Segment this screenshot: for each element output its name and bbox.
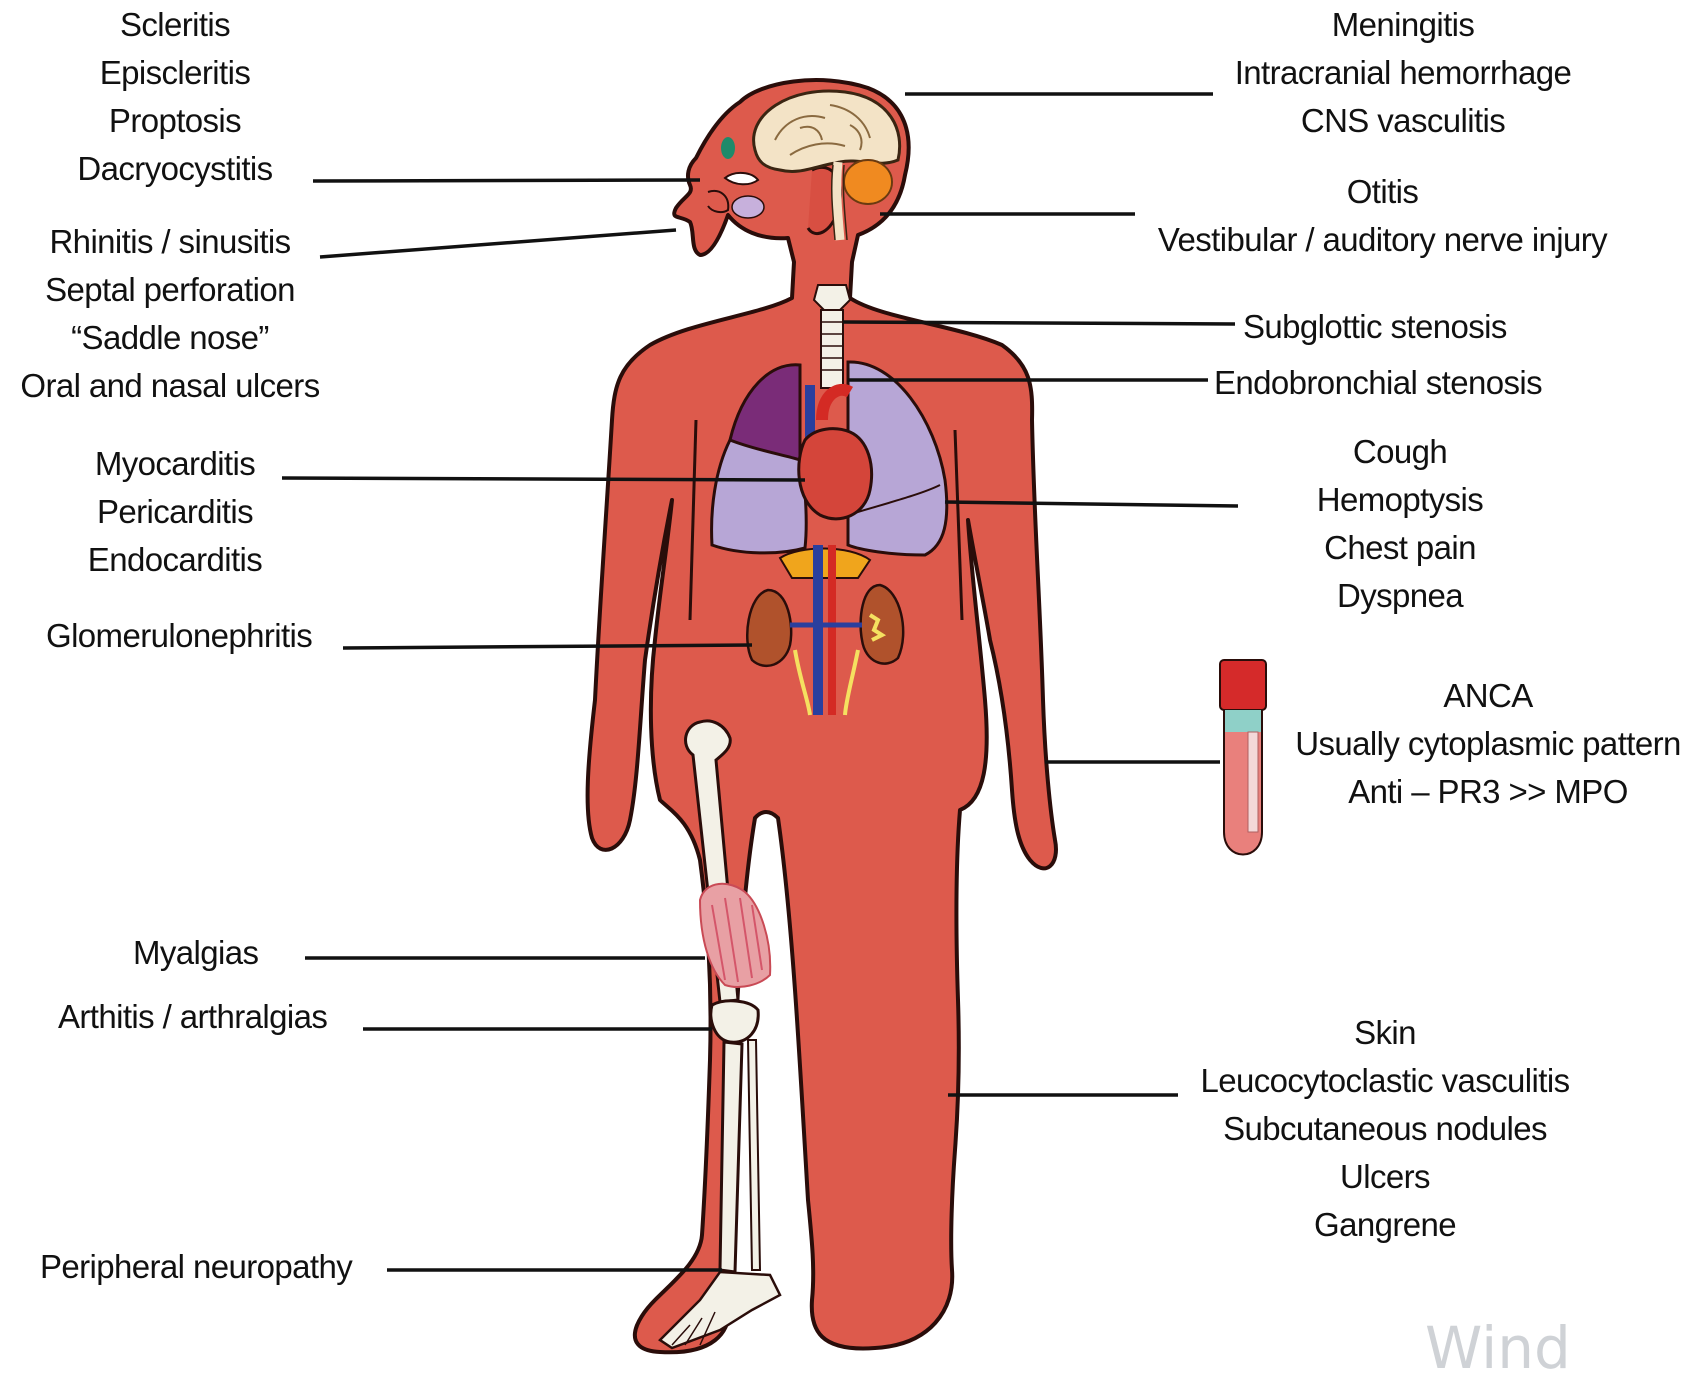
brain-findings-label: Meningitis Intracranial hemorrhage CNS v… bbox=[1218, 1, 1588, 145]
skin-finding-4: Ulcers bbox=[1185, 1153, 1585, 1201]
blood-finding-1: ANCA bbox=[1282, 672, 1694, 720]
skin-finding-1: Skin bbox=[1185, 1009, 1585, 1057]
blood-findings-label: ANCA Usually cytoplasmic pattern Anti – … bbox=[1282, 672, 1694, 816]
tube-cap bbox=[1220, 660, 1266, 710]
blood-finding-3: Anti – PR3 >> MPO bbox=[1282, 768, 1694, 816]
tube-band bbox=[1225, 710, 1261, 732]
skin-finding-2: Leucocytoclastic vasculitis bbox=[1185, 1057, 1585, 1105]
nose-finding-2: Septal perforation bbox=[5, 266, 335, 314]
kidney-finding-label: Glomerulonephritis bbox=[46, 612, 312, 660]
nose-finding-1: Rhinitis / sinusitis bbox=[5, 218, 335, 266]
eye-finding-4: Dacryocystitis bbox=[60, 145, 290, 193]
nose-finding-4: Oral and nasal ulcers bbox=[5, 362, 335, 410]
muscle-finding-label: Myalgias bbox=[133, 929, 258, 977]
lacrimal-gland bbox=[721, 137, 735, 159]
lung-finding-2: Hemoptysis bbox=[1275, 476, 1525, 524]
tube-label bbox=[1248, 732, 1258, 832]
sinus bbox=[732, 196, 764, 218]
brainstem bbox=[837, 162, 840, 240]
leader-eye bbox=[313, 180, 700, 181]
trachea-finding-label: Subglottic stenosis bbox=[1243, 303, 1507, 351]
leader-nose bbox=[320, 230, 676, 257]
heart-finding-1: Myocarditis bbox=[70, 440, 280, 488]
brain-finding-2: Intracranial hemorrhage bbox=[1218, 49, 1588, 97]
skin-findings-label: Skin Leucocytoclastic vasculitis Subcuta… bbox=[1185, 1009, 1585, 1249]
ear-finding-1: Otitis bbox=[1140, 168, 1625, 216]
nose-findings-label: Rhinitis / sinusitis Septal perforation … bbox=[5, 218, 335, 410]
eye-finding-3: Proptosis bbox=[60, 97, 290, 145]
nerve-finding-label: Peripheral neuropathy bbox=[40, 1243, 352, 1291]
brain-finding-3: CNS vasculitis bbox=[1218, 97, 1588, 145]
skin-finding-5: Gangrene bbox=[1185, 1201, 1585, 1249]
ear-finding-2: Vestibular / auditory nerve injury bbox=[1140, 216, 1625, 264]
brain-finding-1: Meningitis bbox=[1218, 1, 1588, 49]
ear-findings-label: Otitis Vestibular / auditory nerve injur… bbox=[1140, 168, 1625, 264]
adrenal-glands bbox=[780, 548, 870, 578]
fibula bbox=[748, 1040, 760, 1270]
lung-finding-3: Chest pain bbox=[1275, 524, 1525, 572]
eye-finding-1: Scleritis bbox=[60, 1, 290, 49]
bronchus-finding-label: Endobronchial stenosis bbox=[1214, 359, 1542, 407]
heart-body bbox=[799, 429, 872, 519]
heart-finding-2: Pericarditis bbox=[70, 488, 280, 536]
left-kidney bbox=[747, 590, 791, 666]
eye-finding-2: Episcleritis bbox=[60, 49, 290, 97]
body-outline bbox=[588, 80, 1056, 1352]
leader-heart bbox=[282, 478, 805, 480]
body-silhouette bbox=[588, 80, 1056, 1352]
eye-findings-label: Scleritis Episcleritis Proptosis Dacryoc… bbox=[60, 1, 290, 193]
watermark-text: Wind bbox=[1425, 1318, 1571, 1378]
lung-finding-4: Dyspnea bbox=[1275, 572, 1525, 620]
joint-finding-label: Arthitis / arthralgias bbox=[58, 993, 327, 1041]
cerebellum bbox=[844, 160, 892, 204]
heart-finding-3: Endocarditis bbox=[70, 536, 280, 584]
nose-finding-3: “Saddle nose” bbox=[5, 314, 335, 362]
larynx bbox=[814, 285, 850, 310]
heart-findings-label: Myocarditis Pericarditis Endocarditis bbox=[70, 440, 280, 584]
leader-trachea bbox=[843, 322, 1235, 324]
tibia bbox=[720, 1042, 742, 1272]
blood-tube bbox=[1220, 660, 1266, 855]
lung-findings-label: Cough Hemoptysis Chest pain Dyspnea bbox=[1275, 428, 1525, 620]
lung-finding-1: Cough bbox=[1275, 428, 1525, 476]
skin-finding-3: Subcutaneous nodules bbox=[1185, 1105, 1585, 1153]
blood-finding-2: Usually cytoplasmic pattern bbox=[1282, 720, 1694, 768]
knee bbox=[711, 1001, 758, 1042]
